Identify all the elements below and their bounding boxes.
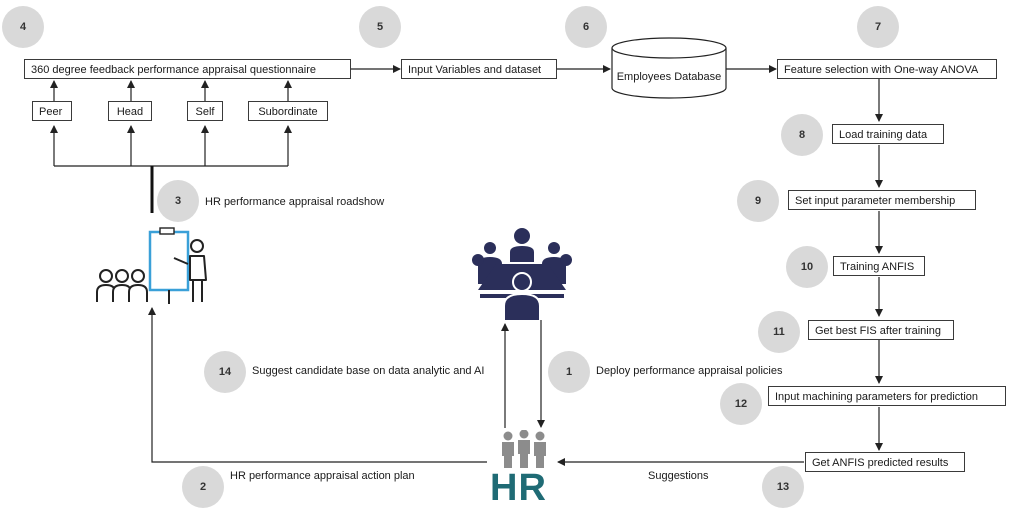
step-badge-6: 6 xyxy=(565,6,607,48)
training-anfis-box: Training ANFIS xyxy=(833,256,925,276)
step-badge-13: 13 xyxy=(762,466,804,508)
rater-peer-box: Peer xyxy=(32,101,72,121)
hr-people-icon xyxy=(502,430,546,468)
input-variables-box: Input Variables and dataset xyxy=(401,59,557,79)
presenter-at-whiteboard-icon xyxy=(96,227,207,304)
rater-subordinate-box: Subordinate xyxy=(248,101,328,121)
feature-selection-box: Feature selection with One-way ANOVA xyxy=(777,59,997,79)
best-fis-box: Get best FIS after training xyxy=(808,320,954,340)
roadshow-label: HR performance appraisal roadshow xyxy=(205,196,385,208)
set-membership-box: Set input parameter membership xyxy=(788,190,976,210)
employees-database-cylinder-icon xyxy=(611,37,727,99)
step-badge-8: 8 xyxy=(781,114,823,156)
step-badge-1: 1 xyxy=(548,351,590,393)
arrow-hr-to-presenter xyxy=(148,307,487,463)
predicted-results-box: Get ANFIS predicted results xyxy=(805,452,965,472)
step-badge-10: 10 xyxy=(786,246,828,288)
step-badge-3: 3 xyxy=(157,180,199,222)
hr-logo-text: HR xyxy=(490,467,547,509)
step-badge-12: 12 xyxy=(720,383,762,425)
input-machining-box: Input machining parameters for predictio… xyxy=(768,386,1006,406)
load-training-data-box: Load training data xyxy=(832,124,944,144)
suggestions-label: Suggestions xyxy=(648,470,709,482)
step-badge-7: 7 xyxy=(857,6,899,48)
rater-head-box: Head xyxy=(108,101,152,121)
action-plan-label: HR performance appraisal action plan xyxy=(230,470,415,482)
step-badge-2: 2 xyxy=(182,466,224,508)
suggest-candidate-label: Suggest candidate base on data analytic … xyxy=(252,365,485,377)
step-badge-11: 11 xyxy=(758,311,800,353)
boardroom-meeting-icon xyxy=(472,228,572,320)
deploy-policies-label: Deploy performance appraisal policies xyxy=(596,365,783,377)
questionnaire-box: 360 degree feedback performance appraisa… xyxy=(24,59,351,79)
rater-self-box: Self xyxy=(187,101,223,121)
step-badge-5: 5 xyxy=(359,6,401,48)
employees-database-label: Employees Database xyxy=(616,71,722,83)
step-badge-4: 4 xyxy=(2,6,44,48)
step-badge-9: 9 xyxy=(737,180,779,222)
step-badge-14: 14 xyxy=(204,351,246,393)
